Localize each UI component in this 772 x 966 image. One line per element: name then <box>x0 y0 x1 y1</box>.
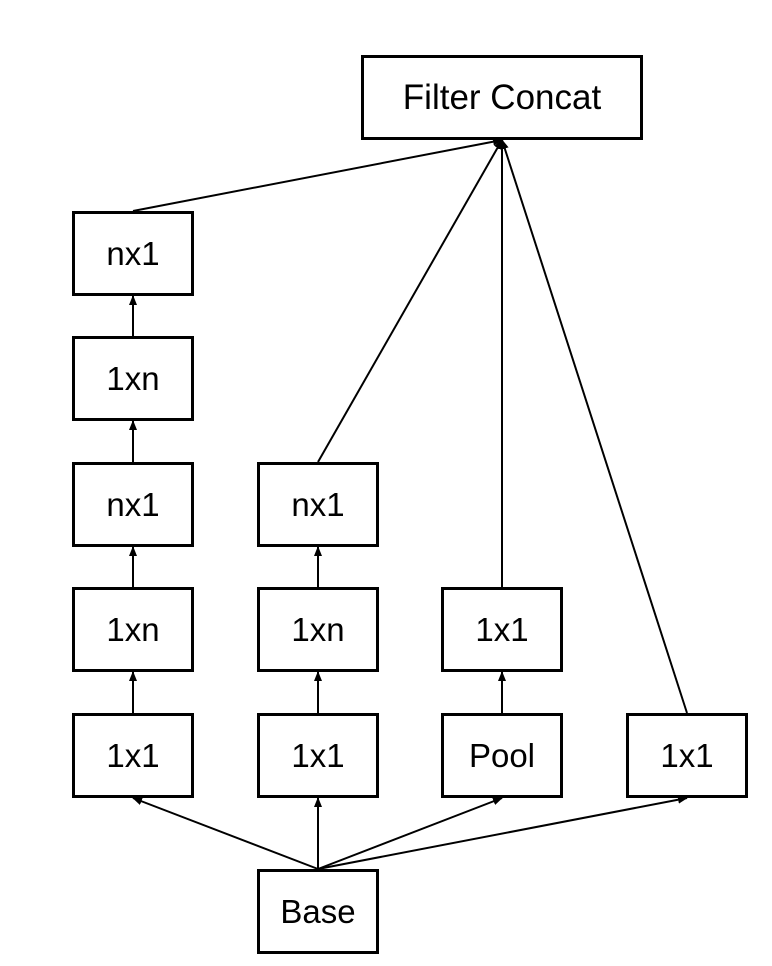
branch4-1x1-box: 1x1 <box>626 713 748 798</box>
branch2-1x1-box: 1x1 <box>257 713 379 798</box>
edge-branch4-to-concat <box>500 139 688 714</box>
edge-branch1-to-concat <box>132 137 503 212</box>
edge-base-to-branch1 <box>132 797 319 870</box>
branch1-1xn-bottom-box: 1xn <box>72 587 194 672</box>
edge-base-to-branch4 <box>317 795 688 870</box>
branch3-1x1-box: 1x1 <box>441 587 563 672</box>
branch2-1xn-box: 1xn <box>257 587 379 672</box>
edge-base-to-pool <box>317 797 503 870</box>
branch1-nx1-top-box: nx1 <box>72 211 194 296</box>
branch3-pool-box: Pool <box>441 713 563 798</box>
branch1-1x1-box: 1x1 <box>72 713 194 798</box>
filter-concat-box: Filter Concat <box>361 55 643 140</box>
edge-branch2-to-concat <box>317 139 503 463</box>
branch2-nx1-box: nx1 <box>257 462 379 547</box>
branch1-1xn-top-box: 1xn <box>72 336 194 421</box>
base-box: Base <box>257 869 379 954</box>
branch1-nx1-bottom-box: nx1 <box>72 462 194 547</box>
